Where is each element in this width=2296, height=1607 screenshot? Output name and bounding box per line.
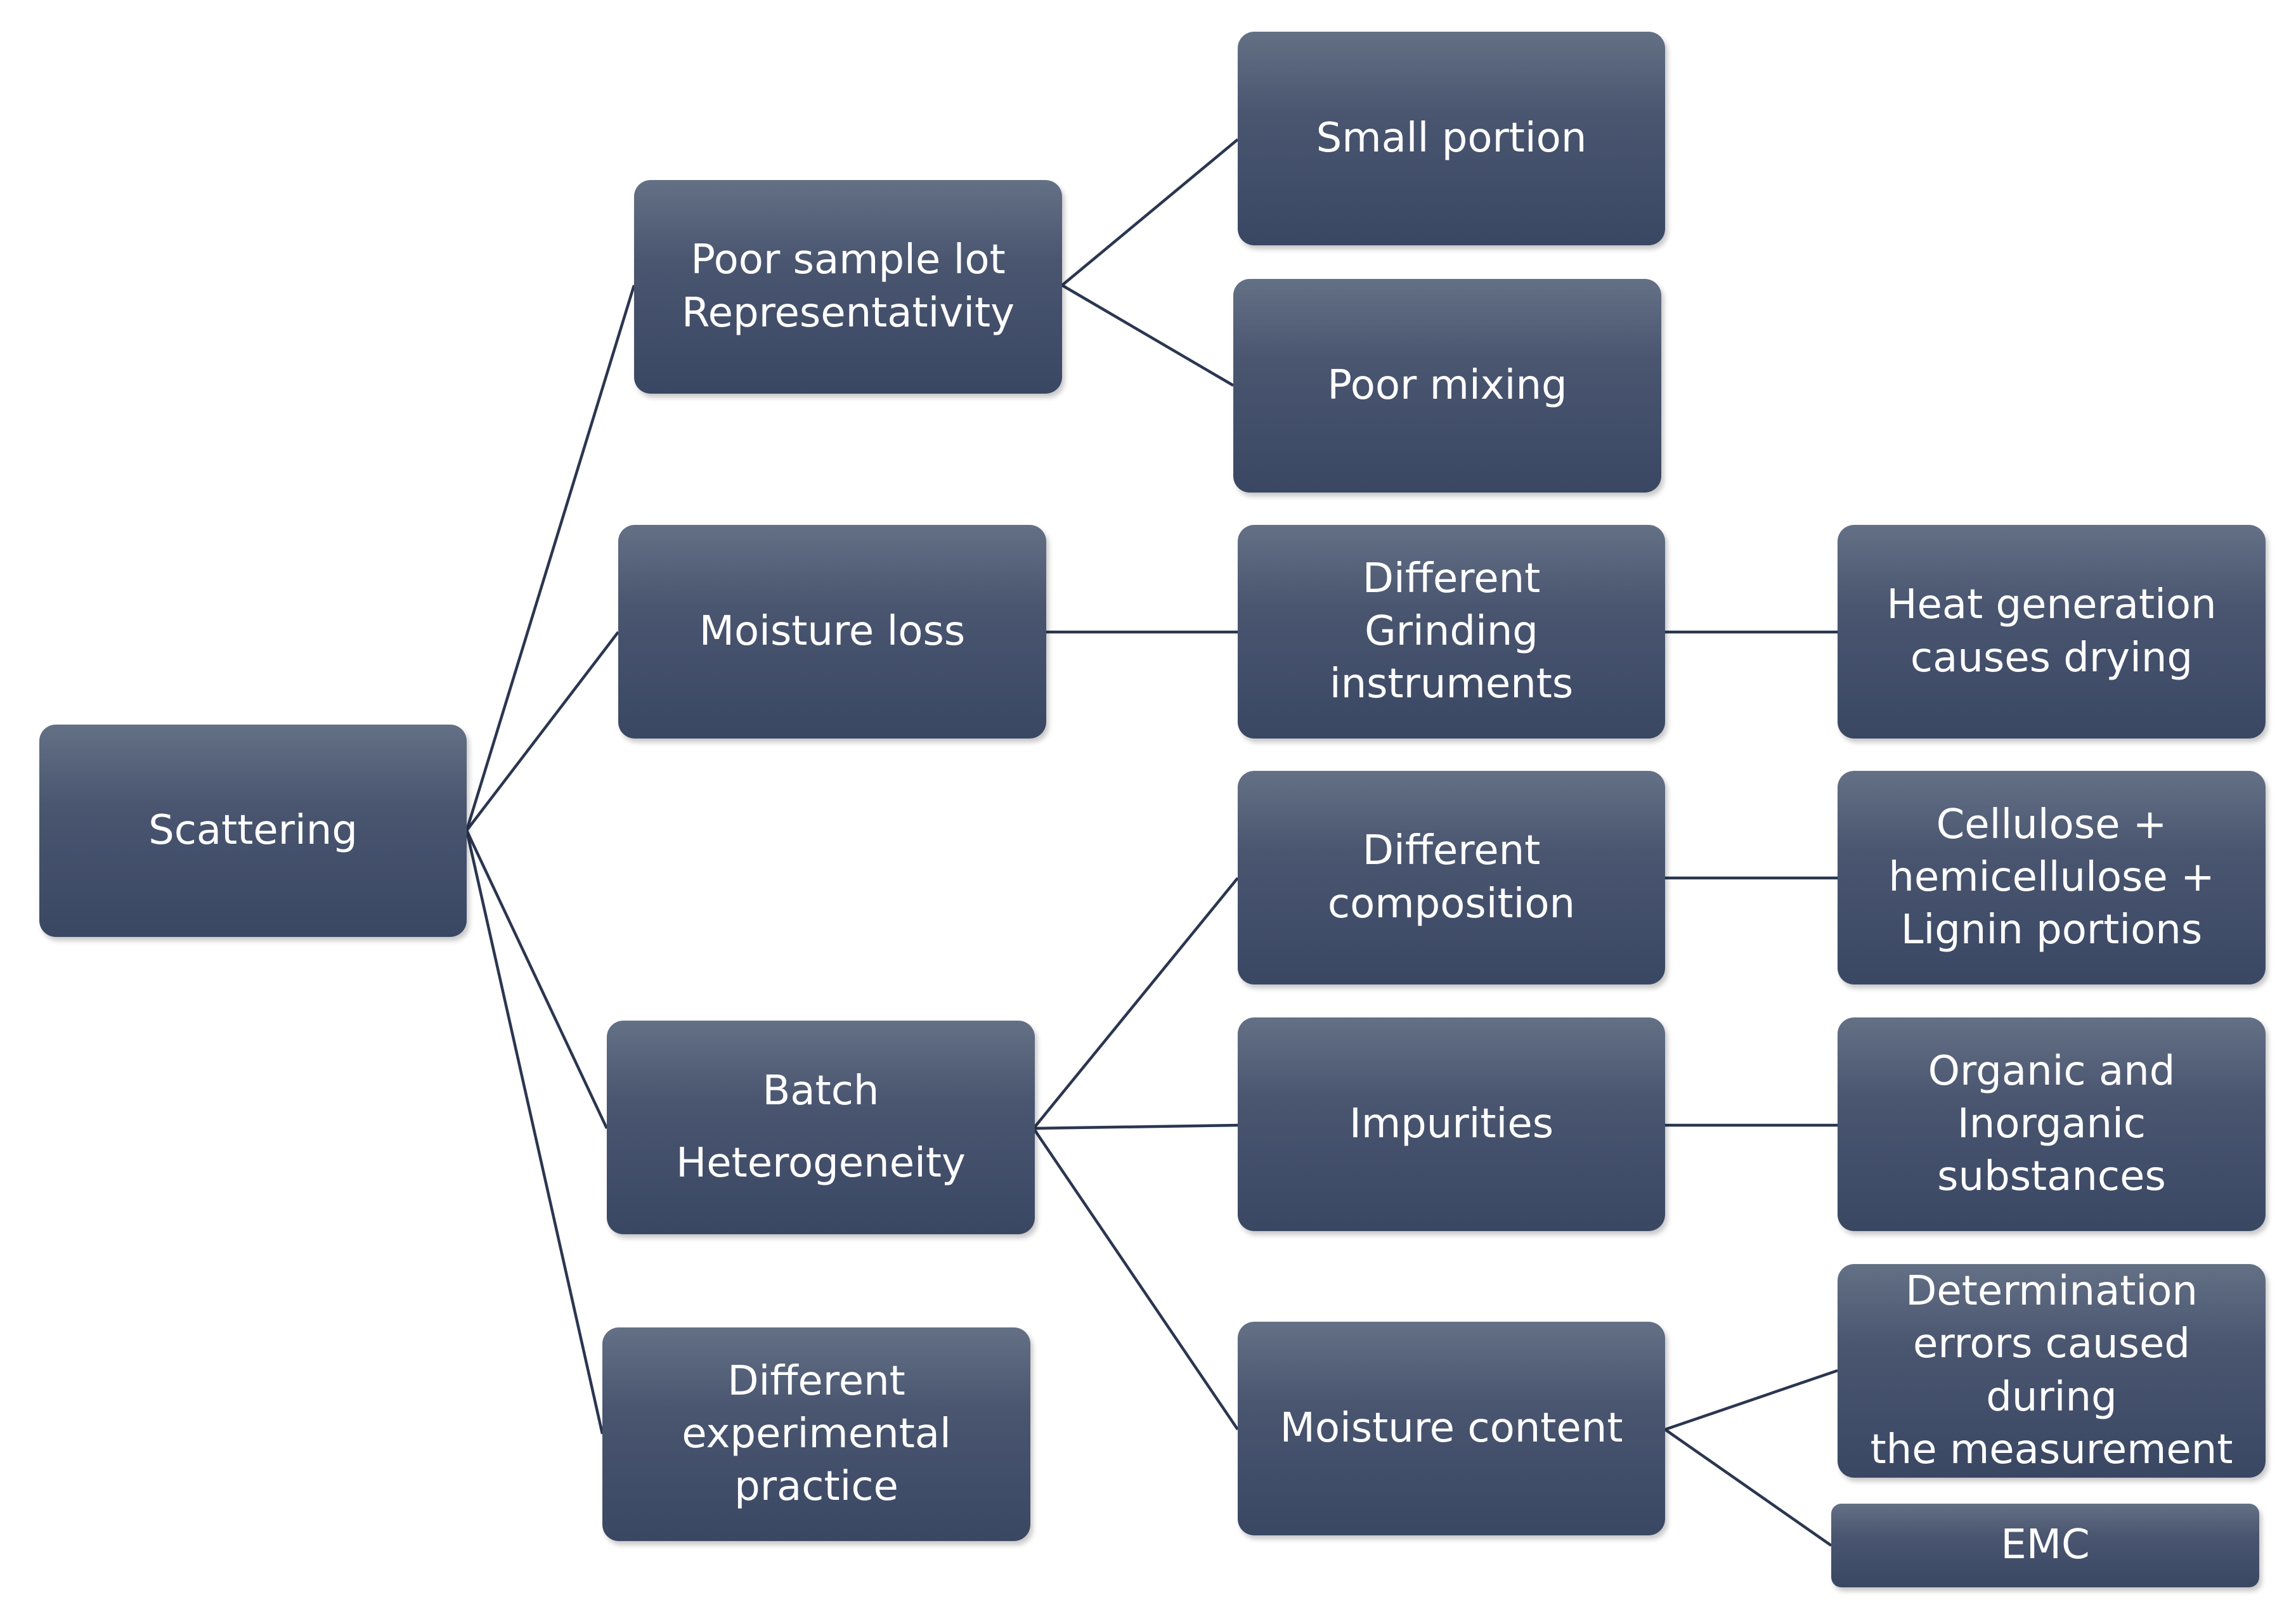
node-poor-sample-lot: Poor sample lot Representativity [634,180,1062,394]
node-moisture-loss: Moisture loss [618,525,1046,739]
node-batch-heterogeneity-text: Batch Heterogeneity [676,1055,966,1200]
node-batch-line-2: Heterogeneity [676,1139,966,1187]
node-small-portion: Small portion [1238,32,1665,245]
node-grinding-line-3: instruments [1329,661,1574,708]
connector-batch-moisture-content [1032,1127,1239,1431]
node-impurities: Impurities [1238,1017,1665,1231]
node-moisture-loss-label: Moisture loss [699,607,966,655]
node-grinding-line-2: Grinding [1365,607,1538,655]
connector-scattering-moisture-loss [465,631,619,832]
node-different-composition: Different composition [1238,771,1665,984]
node-scattering-label: Scattering [148,806,358,854]
connector-poor-sample-small-portion [1061,138,1239,287]
node-experimental-line-3: practice [734,1463,898,1511]
connector-batch-composition [1032,877,1239,1130]
node-cellulose-portions: Cellulose + hemicellulose + Lignin porti… [1838,771,2266,984]
node-determination-line-3: the measurement [1870,1426,2233,1473]
node-poor-mixing: Poor mixing [1233,279,1661,493]
node-heat-generation: Heat generation causes drying [1838,525,2266,739]
node-organic-text: Organic and Inorganic substances [1845,1045,2258,1204]
node-moisture-content-label: Moisture content [1280,1404,1623,1452]
node-cellulose-line-2: hemicellulose + [1888,853,2215,901]
node-cellulose-text: Cellulose + hemicellulose + Lignin porti… [1888,799,2214,957]
node-impurities-label: Impurities [1349,1100,1554,1147]
connector-poor-sample-poor-mixing [1061,284,1235,387]
node-determination-errors: Determination errors caused during the m… [1838,1264,2266,1478]
node-poor-sample-lot-line-1: Poor sample lot [691,236,1006,284]
node-small-portion-label: Small portion [1316,114,1587,162]
node-organic-line-1: Organic and [1928,1047,2176,1095]
node-poor-sample-lot-text: Poor sample lot Representativity [682,234,1015,339]
connector-scattering-poor-sample [465,285,636,831]
node-composition-line-1: Different [1362,827,1541,875]
connector-scattering-batch [465,830,609,1129]
connector-batch-impurities [1033,1123,1238,1130]
node-determination-text: Determination errors caused during the m… [1845,1265,2258,1476]
connector-moisture-content-emc [1664,1428,1832,1547]
node-determination-line-1: Determination [1905,1268,2198,1315]
node-batch-heterogeneity: Batch Heterogeneity [607,1021,1035,1234]
node-heat-line-2: causes drying [1910,634,2193,681]
connector-scattering-experimental [465,830,604,1435]
node-grinding-line-1: Different [1362,555,1541,602]
node-different-experimental-practice: Different experimental practice [602,1327,1030,1541]
node-heat-text: Heat generation causes drying [1886,579,2216,684]
node-emc-label: EMC [2001,1521,2090,1569]
node-composition-text: Different composition [1328,825,1575,930]
node-cellulose-line-1: Cellulose + [1936,801,2167,848]
node-batch-line-1: Batch [762,1067,879,1114]
connector-moisture-content-determination [1664,1369,1838,1431]
node-different-grinding-instruments: Different Grinding instruments [1238,525,1665,739]
node-emc: EMC [1831,1504,2259,1587]
node-organic-line-2: Inorganic substances [1937,1100,2166,1201]
node-heat-line-1: Heat generation [1886,581,2217,629]
node-organic-inorganic: Organic and Inorganic substances [1838,1017,2266,1231]
node-scattering: Scattering [39,725,467,937]
node-cellulose-line-3: Lignin portions [1900,907,2203,954]
node-moisture-content: Moisture content [1238,1322,1665,1535]
node-composition-line-2: composition [1327,880,1576,927]
node-experimental-line-2: experimental [682,1410,951,1457]
node-determination-line-2: errors caused during [1913,1320,2190,1421]
node-experimental-text: Different experimental practice [682,1355,951,1514]
node-grinding-text: Different Grinding instruments [1330,553,1573,711]
node-poor-mixing-label: Poor mixing [1327,361,1567,409]
node-poor-sample-lot-line-2: Representativity [682,289,1015,337]
node-experimental-line-1: Different [727,1357,905,1405]
